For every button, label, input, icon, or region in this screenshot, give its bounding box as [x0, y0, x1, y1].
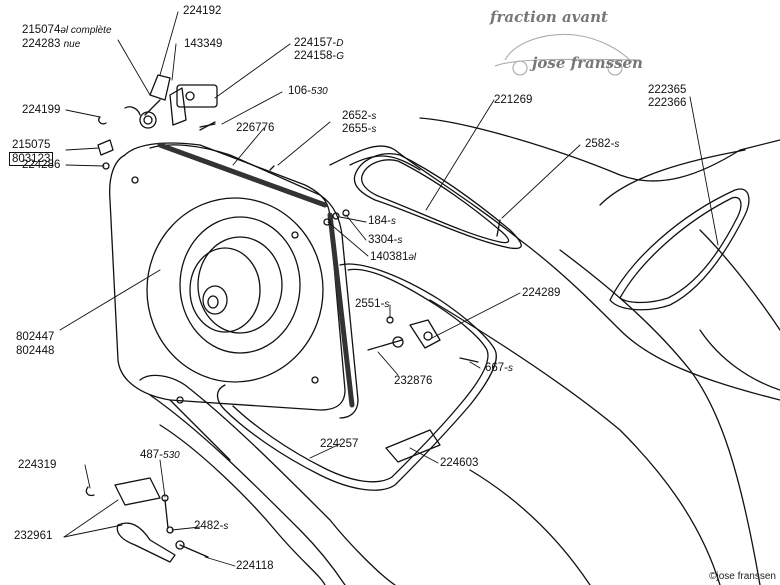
fasteners	[85, 116, 501, 497]
label-2582-suffix: s	[614, 139, 620, 150]
side-window-rubber	[609, 188, 750, 311]
label-802447: 802447	[16, 331, 55, 343]
label-2482: 2482-s	[194, 520, 228, 533]
spare-wheel-cover	[109, 142, 359, 419]
label-802448: 802448	[16, 345, 55, 357]
label-184-number: 184-	[368, 215, 392, 227]
label-2655-number: 2655-	[342, 123, 372, 135]
leader-lines	[59, 11, 719, 567]
label-184: 184-s	[368, 215, 396, 228]
label-2551-number: 2551-	[355, 298, 385, 310]
label-140381-number: 140381	[370, 251, 409, 263]
label-224157-suffix: D	[336, 38, 344, 49]
label-487-suffix: 530	[163, 450, 180, 461]
label-224257: 224257	[320, 438, 359, 450]
label-487-number: 487-	[140, 449, 164, 461]
lock-assembly	[97, 74, 218, 170]
label-224319: 224319	[18, 459, 57, 471]
label-215074: 215074ǝl complète	[22, 24, 112, 37]
car-body-outline	[139, 117, 780, 585]
label-224157: 224157-D	[294, 37, 343, 50]
label-2655-suffix: s	[371, 124, 377, 135]
label-2652-number: 2652-	[342, 110, 372, 122]
label-215075: 215075	[12, 139, 51, 151]
brand-line-1: fraction avant	[490, 8, 608, 26]
label-803123: 803123	[9, 152, 54, 166]
label-487-530: 487-530	[140, 449, 180, 462]
label-224158-suffix: G	[336, 51, 344, 62]
label-2551: 2551-s	[355, 298, 389, 311]
label-224158: 224158-G	[294, 50, 344, 63]
label-2582: 2582-s	[585, 138, 619, 151]
label-224603: 224603	[440, 457, 479, 469]
label-140381-suffix: ǝl	[408, 252, 417, 263]
label-232961: 232961	[14, 530, 53, 542]
label-2655: 2655-s	[342, 123, 376, 136]
label-224199: 224199	[22, 104, 61, 116]
label-143349: 143349	[184, 38, 223, 50]
hinge-assembly	[114, 319, 479, 563]
label-221269: 221269	[494, 94, 533, 106]
label-224192: 224192	[183, 5, 222, 17]
label-2582-number: 2582-	[585, 138, 615, 150]
label-106-number: 106-	[288, 85, 312, 97]
label-215074-number: 215074	[22, 24, 61, 36]
brand-line-2: jose franssen	[532, 54, 643, 72]
label-215074-note: ǝl complète	[60, 25, 112, 36]
label-222366: 222366	[648, 97, 687, 109]
car-logo-watermark	[494, 33, 641, 76]
label-222365: 222365	[648, 84, 687, 96]
label-224286: 224286	[22, 159, 61, 171]
rear-window-rubber	[353, 153, 522, 250]
label-224283-number: 224283	[22, 38, 61, 50]
label-2652-suffix: s	[371, 111, 377, 122]
label-2551-suffix: s	[384, 299, 390, 310]
label-224157-number: 224157-	[294, 37, 337, 49]
label-140381: 140381ǝl	[370, 251, 416, 264]
label-224283-note: nue	[63, 39, 81, 50]
label-224158-number: 224158-	[294, 50, 337, 62]
label-224283: 224283 nue	[22, 38, 80, 51]
label-106-suffix: 530	[311, 86, 328, 97]
label-3304-number: 3304-	[368, 234, 398, 246]
copyright-notice: ©jose franssen	[709, 571, 776, 582]
label-667-suffix: s	[508, 363, 514, 374]
label-226776: 226776	[236, 122, 275, 134]
label-106-530: 106-530	[288, 85, 328, 98]
label-667: 667-s	[485, 362, 513, 375]
label-3304-suffix: s	[397, 235, 403, 246]
label-2482-suffix: s	[223, 521, 229, 532]
label-3304: 3304-s	[368, 234, 402, 247]
label-2482-number: 2482-	[194, 520, 224, 532]
trunk-seal	[216, 263, 497, 491]
label-232876: 232876	[394, 375, 433, 387]
label-224289: 224289	[522, 287, 561, 299]
label-224118: 224118	[236, 560, 274, 572]
label-184-suffix: s	[391, 216, 397, 227]
label-2652: 2652-s	[342, 110, 376, 123]
label-667-number: 667-	[485, 362, 509, 374]
